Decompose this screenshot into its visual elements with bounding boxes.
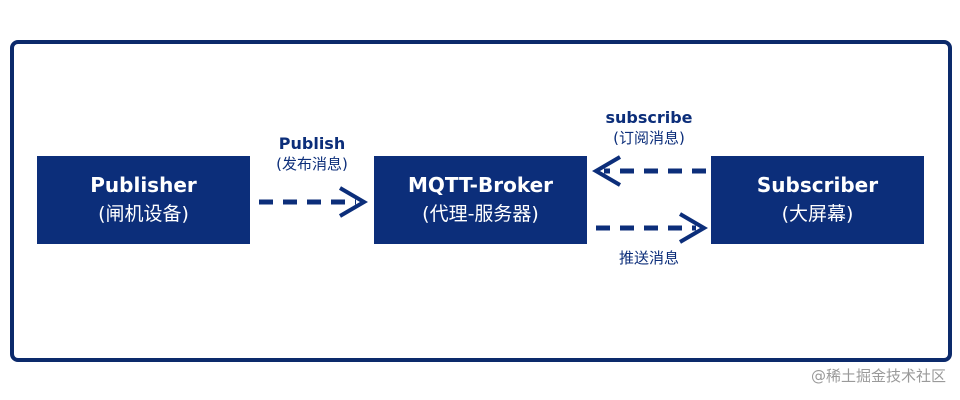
subscriber-node: Subscriber (大屏幕) xyxy=(711,156,924,244)
push-label-cn: 推送消息 xyxy=(618,249,679,267)
subscriber-title: Subscriber xyxy=(756,173,879,197)
subscriber-subtitle: (大屏幕) xyxy=(781,203,854,225)
subscribe-label: subscribe (订阅消息) xyxy=(587,108,711,148)
publisher-title: Publisher xyxy=(90,173,197,197)
publisher-node: Publisher (闸机设备) xyxy=(37,156,250,244)
publish-label: Publish (发布消息) xyxy=(250,134,374,174)
broker-subtitle: (代理-服务器) xyxy=(422,203,539,225)
subscribe-label-en: subscribe xyxy=(605,108,693,127)
subscribe-label-cn: (订阅消息) xyxy=(613,129,685,147)
broker-node: MQTT-Broker (代理-服务器) xyxy=(374,156,587,244)
watermark-text: @稀土掘金技术社区 xyxy=(810,367,946,385)
publish-arrow xyxy=(259,186,368,218)
publish-label-cn: (发布消息) xyxy=(276,155,348,173)
publish-label-en: Publish xyxy=(278,134,346,153)
push-arrow xyxy=(596,212,708,244)
broker-title: MQTT-Broker xyxy=(407,173,554,197)
diagram-frame xyxy=(10,40,952,362)
publisher-subtitle: (闸机设备) xyxy=(98,203,189,225)
push-label: 推送消息 xyxy=(587,248,711,268)
subscribe-arrow xyxy=(592,155,706,187)
